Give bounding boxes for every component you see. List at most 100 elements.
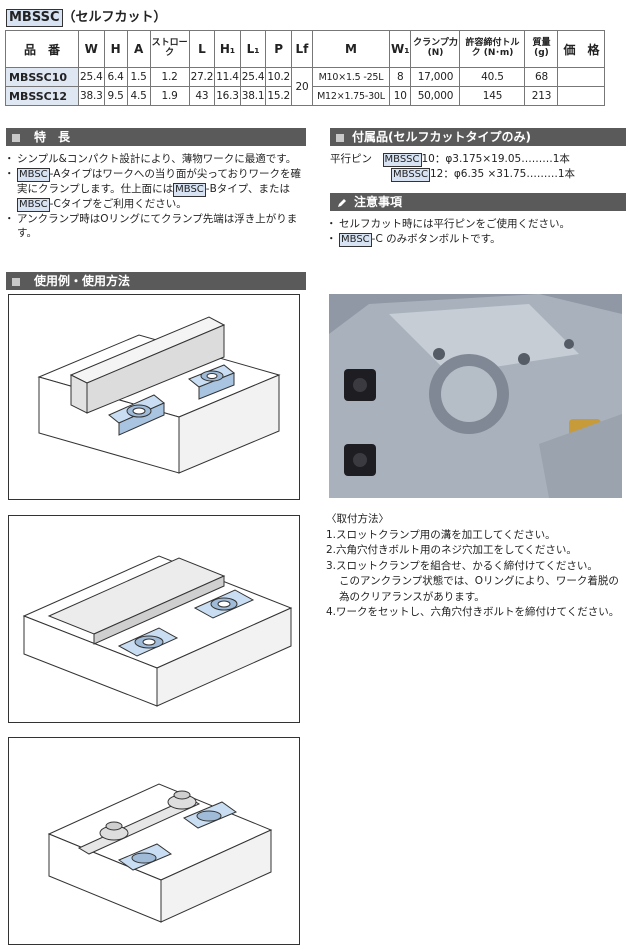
cell-price bbox=[557, 86, 606, 106]
accessory-text: 10：φ3.175×19.05………1本 bbox=[421, 153, 570, 165]
usage-figure-1 bbox=[8, 294, 300, 500]
cell-force: 50,000 bbox=[410, 86, 461, 106]
cell-h: 9.5 bbox=[103, 86, 128, 106]
list-item: 2.六角穴付きボルト用のネジ穴加工をしてください。 bbox=[326, 544, 577, 556]
cell-stroke: 1.2 bbox=[149, 67, 190, 87]
list-item: MBSC-Aタイプはワークへの当り面が尖っておりワークを確実にクランプします。仕… bbox=[4, 167, 304, 212]
cell-l1: 38.1 bbox=[239, 86, 267, 106]
cell-w: 25.4 bbox=[78, 67, 105, 87]
cell-l: 27.2 bbox=[188, 67, 216, 87]
cell-h: 6.4 bbox=[103, 67, 128, 87]
product-code-tag: MBSSC bbox=[6, 9, 63, 28]
usage-figure-2 bbox=[8, 515, 300, 723]
cell-p: 10.2 bbox=[265, 67, 292, 87]
square-icon bbox=[336, 133, 344, 142]
accessories-heading-label: 付属品(セルフカットタイプのみ) bbox=[352, 130, 531, 144]
col-header: L bbox=[188, 30, 216, 68]
col-header: 品 番 bbox=[5, 30, 79, 68]
spec-table: 品 番 W H A ストローク L H₁ L₁ P Lf M W₁ クランプ力 … bbox=[5, 30, 606, 106]
cell-p: 15.2 bbox=[265, 86, 292, 106]
features-heading: 特 長 bbox=[6, 128, 306, 146]
list-item: 1.スロットクランプ用の溝を加工してください。 bbox=[326, 528, 556, 541]
col-header: P bbox=[265, 30, 292, 68]
col-header: Lf bbox=[290, 30, 313, 68]
table-row: MBSSC12 38.3 9.5 4.5 1.9 43 16.3 38.1 15… bbox=[5, 86, 606, 106]
accessories-heading: 付属品(セルフカットタイプのみ) bbox=[330, 128, 626, 146]
type-tag: MBSSC bbox=[382, 153, 422, 167]
cell-w: 38.3 bbox=[78, 86, 105, 106]
cell-torque: 145 bbox=[459, 86, 526, 106]
col-header: W₁ bbox=[388, 30, 412, 68]
col-header: 許容締付トルク (N･m) bbox=[459, 30, 526, 68]
clamp-setup-illustration bbox=[47, 783, 273, 923]
square-icon bbox=[12, 277, 20, 286]
cell-m: M12×1.75-30L bbox=[311, 86, 390, 106]
features-list: シンプル&コンパクト設計により、薄物ワークに最適です。 MBSC-Aタイプはワー… bbox=[4, 152, 304, 241]
clamp-setup-illustration bbox=[22, 555, 293, 707]
list-item: 4.ワークをセットし、六角穴付きボルトを締付けてください。 bbox=[326, 606, 620, 618]
cell-force: 17,000 bbox=[410, 67, 461, 87]
type-tag: MBSSC bbox=[391, 168, 430, 182]
usage-heading: 使用例・使用方法 bbox=[6, 272, 306, 290]
model-cell: MBSSC12 bbox=[5, 86, 79, 106]
type-tag: MBSC bbox=[173, 182, 206, 197]
mounting-heading: 〈取付方法〉 bbox=[326, 513, 389, 525]
pencil-icon bbox=[338, 198, 346, 207]
cell-a: 4.5 bbox=[126, 86, 151, 106]
col-header: L₁ bbox=[239, 30, 267, 68]
cell-price bbox=[557, 67, 606, 87]
cell-l: 43 bbox=[188, 86, 216, 106]
list-item: シンプル&コンパクト設計により、薄物ワークに最適です。 bbox=[4, 152, 304, 167]
cell-w1: 8 bbox=[388, 67, 412, 87]
features-heading-label: 特 長 bbox=[34, 130, 71, 144]
accessory-text: 12：φ6.35 ×31.75………1本 bbox=[430, 168, 576, 180]
type-tag: MBSC bbox=[339, 233, 372, 247]
cell-l1: 25.4 bbox=[239, 67, 267, 87]
feature-text: -Bタイプ、または bbox=[205, 182, 290, 195]
product-photo bbox=[329, 294, 622, 498]
cell-mass: 68 bbox=[524, 67, 559, 87]
notes-heading: 注意事項 bbox=[330, 193, 626, 211]
cell-w1: 10 bbox=[388, 86, 412, 106]
accessory-label: 平行ピン bbox=[330, 153, 372, 165]
col-header: H₁ bbox=[214, 30, 241, 68]
notes-list: セルフカット時には平行ピンをご使用ください。 MBSC-C のみボタンボルトです… bbox=[326, 217, 625, 247]
cell-h1: 16.3 bbox=[214, 86, 241, 106]
feature-text: -Aタイプはワークへの当り面が尖っておりワークを確実にクランプします。仕上面には bbox=[17, 167, 302, 195]
usage-figure-3 bbox=[8, 737, 300, 945]
square-icon bbox=[12, 133, 20, 142]
cell-mass: 213 bbox=[524, 86, 559, 106]
spec-header-row: 品 番 W H A ストローク L H₁ L₁ P Lf M W₁ クランプ力 … bbox=[5, 30, 606, 68]
model-cell: MBSSC10 bbox=[5, 67, 79, 87]
type-tag: MBSC bbox=[17, 197, 50, 212]
cell-torque: 40.5 bbox=[459, 67, 526, 87]
col-header: M bbox=[311, 30, 390, 68]
col-header: クランプ力 (N) bbox=[410, 30, 461, 68]
cell-a: 1.5 bbox=[126, 67, 151, 87]
notes-heading-label: 注意事項 bbox=[354, 195, 403, 209]
col-header: ストローク bbox=[149, 30, 190, 68]
cell-stroke: 1.9 bbox=[149, 86, 190, 106]
list-item: このアンクランプ状態では、Oリングにより、ワーク着脱の為のクリアランスがあります… bbox=[339, 575, 619, 603]
machined-workpiece-photo bbox=[329, 294, 622, 498]
col-header: 質量 (g) bbox=[524, 30, 559, 68]
col-header: 価 格 bbox=[557, 30, 606, 68]
cell-lf: 20 bbox=[290, 67, 313, 106]
feature-text: -Cタイプをご利用ください。 bbox=[49, 197, 187, 210]
note-text: -C のみボタンボルトです。 bbox=[371, 233, 501, 245]
col-header: H bbox=[103, 30, 128, 68]
table-row: MBSSC10 25.4 6.4 1.5 1.2 27.2 11.4 25.4 … bbox=[5, 67, 606, 106]
cell-m: M10×1.5 -25L bbox=[311, 67, 390, 87]
mounting-steps: 〈取付方法〉 1.スロットクランプ用の溝を加工してください。 2.六角穴付きボル… bbox=[326, 512, 622, 621]
list-item: MBSC-C のみボタンボルトです。 bbox=[326, 232, 625, 247]
cell-h1: 11.4 bbox=[214, 67, 241, 87]
col-header: W bbox=[78, 30, 105, 68]
col-header: A bbox=[126, 30, 151, 68]
usage-heading-label: 使用例・使用方法 bbox=[34, 274, 131, 288]
clamp-setup-illustration bbox=[37, 316, 281, 474]
page-title: MBSSC（セルフカット） bbox=[6, 6, 167, 28]
list-item: アンクランプ時はOリングにてクランプ先端は浮き上がります。 bbox=[4, 212, 304, 241]
